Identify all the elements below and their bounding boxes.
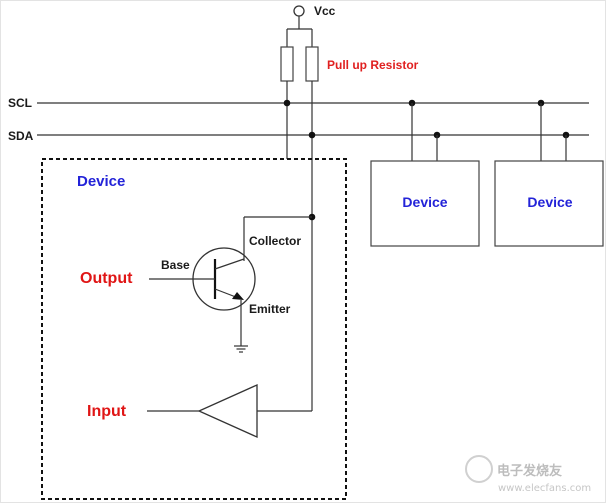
collector-label: Collector (249, 234, 301, 248)
device-main-label: Device (77, 173, 125, 190)
vcc-label: Vcc (314, 4, 336, 18)
input-label: Input (87, 403, 127, 420)
device-box-2 (370, 160, 480, 247)
base-label: Base (161, 258, 190, 272)
pullup-resistor-scl (280, 46, 294, 82)
emitter-arrow-icon (232, 292, 244, 300)
input-buffer-triangle (197, 383, 258, 439)
scl-label: SCL (8, 96, 32, 110)
device-3-label: Device (527, 194, 572, 210)
pullup-resistor-label: Pull up Resistor (327, 58, 419, 72)
output-label: Output (80, 270, 133, 287)
device-box-3 (494, 160, 604, 247)
device-2-label: Device (402, 194, 447, 210)
transistor-collector-line (214, 258, 245, 270)
junction-dot (308, 131, 316, 139)
watermark-url: www.elecfans.com (498, 483, 591, 494)
sda-label: SDA (8, 129, 34, 143)
main-device-dashed-box (41, 158, 347, 500)
emitter-label: Emitter (249, 302, 291, 316)
vcc-terminal (293, 5, 305, 17)
watermark-text: 电子发烧友 (497, 463, 562, 479)
junction-dot (283, 99, 291, 107)
pullup-resistor-sda (305, 46, 319, 82)
watermark-logo (465, 455, 493, 483)
